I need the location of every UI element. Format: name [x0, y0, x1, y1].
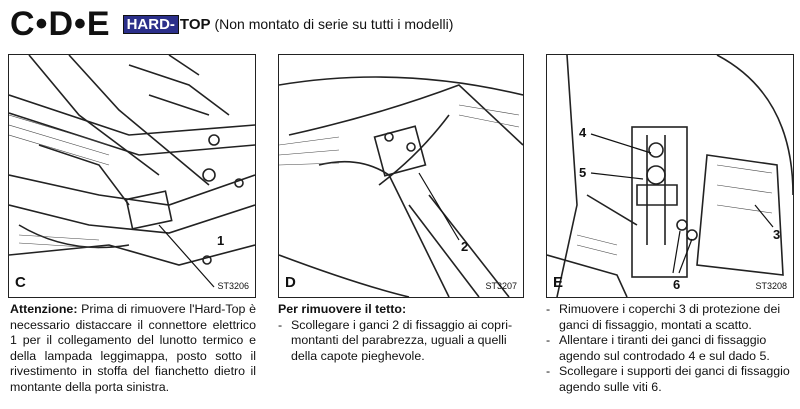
removal-steps: Scollegare i ganci 2 di fissaggio ai cop… — [278, 318, 524, 365]
callout-5: 5 — [579, 165, 587, 180]
step-item: Scollegare i ganci 2 di fissaggio ai cop… — [278, 318, 524, 365]
panel-code-e: ST3208 — [755, 281, 787, 291]
section-title-rest: TOP — [179, 15, 211, 33]
panel-label-c: C — [15, 274, 26, 291]
step-item: Rimuovere i coperchi 3 di protezione dei… — [546, 302, 792, 333]
illustration-e: 4 5 3 6 E ST3208 — [546, 54, 794, 298]
step-item: Allentare i tiranti dei ganci di fissagg… — [546, 333, 792, 364]
callout-4: 4 — [579, 125, 587, 140]
warning-label: Attenzione: — [10, 302, 78, 316]
section-letters: C•D•E — [10, 5, 111, 43]
callout-6: 6 — [673, 277, 681, 292]
cover-steps: Rimuovere i coperchi 3 di protezione dei… — [546, 302, 792, 396]
panel-label-e: E — [553, 274, 564, 291]
section-title: HARD-TOP (Non montato di serie su tutti … — [122, 14, 454, 34]
callout-2: 2 — [461, 239, 469, 254]
page-header: C•D•E HARD-TOP (Non montato di serie su … — [10, 4, 453, 44]
warning-body: Prima di rimuovere l'Hard-Top è necessar… — [10, 302, 256, 394]
windshield-hook-illustration — [279, 76, 523, 297]
cover-instructions: Rimuovere i coperchi 3 di protezione dei… — [546, 302, 792, 396]
warning-text: Attenzione: Prima di rimuovere l'Hard-To… — [10, 302, 256, 396]
panel-label-d: D — [285, 274, 296, 291]
section-subtitle: (Non montato di serie su tutti i modelli… — [214, 16, 454, 32]
panel-code-c: ST3206 — [217, 281, 249, 291]
removal-heading: Per rimuovere il tetto: — [278, 302, 407, 316]
removal-instructions: Per rimuovere il tetto: Scollegare i gan… — [278, 302, 524, 364]
illustration-c: 1 C ST3206 — [8, 54, 256, 298]
hook-support-illustration — [547, 55, 793, 297]
step-item: Scollegare i supporti dei ganci di fissa… — [546, 364, 792, 395]
panel-code-d: ST3207 — [485, 281, 517, 291]
section-title-highlight: HARD- — [122, 14, 179, 34]
connector-illustration — [9, 55, 255, 288]
callout-3: 3 — [773, 227, 781, 242]
callout-1: 1 — [217, 233, 225, 248]
illustration-d: 2 D ST3207 — [278, 54, 524, 298]
